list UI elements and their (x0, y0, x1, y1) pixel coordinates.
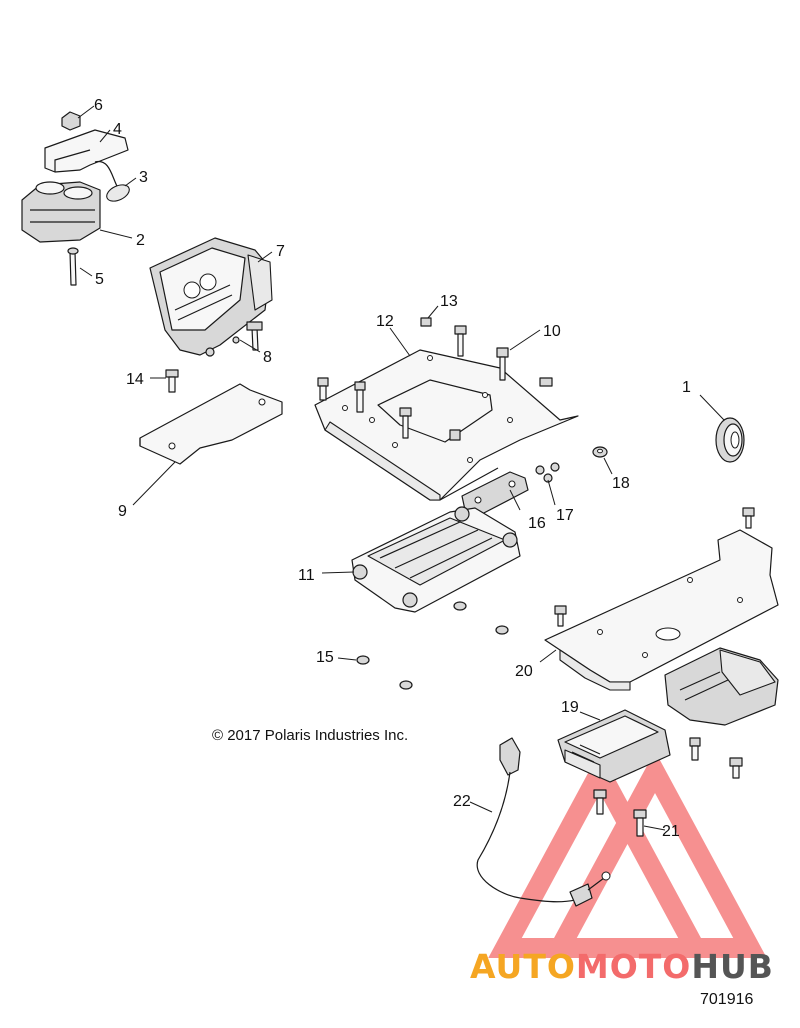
callout-19: 19 (561, 699, 579, 716)
nuts-15 (356, 601, 509, 690)
watermark-logo-triangles (488, 750, 767, 958)
watermark-logo-text: AUTOMOTOHUB (470, 947, 774, 986)
bolts-21 (593, 789, 647, 837)
callout-6: 6 (94, 97, 103, 114)
callout-12: 12 (376, 313, 394, 330)
mounting-plate-20 (544, 507, 779, 691)
ecu-module (149, 237, 273, 356)
callout-16: 16 (528, 515, 546, 532)
grommet-1 (715, 417, 745, 463)
regulator-module (664, 647, 779, 726)
bracket-16 (461, 462, 560, 516)
module-19 (557, 709, 743, 783)
callout-5: 5 (95, 271, 104, 288)
voltage-module-11 (351, 506, 521, 613)
svg-text:AUTOMOTOHUB: AUTOMOTOHUB (470, 947, 774, 986)
bracket-bolts (317, 317, 553, 441)
callout-13: 13 (440, 293, 458, 310)
callout-21: 21 (662, 823, 680, 840)
callout-14: 14 (126, 371, 144, 388)
callout-1: 1 (682, 379, 691, 396)
nut-18 (592, 446, 608, 458)
plate-9 (139, 383, 283, 465)
callout-leaders (77, 105, 725, 831)
callout-20: 20 (515, 663, 533, 680)
callout-4: 4 (113, 121, 122, 138)
callout-8: 8 (263, 349, 272, 366)
watermark-hub: HUB (691, 947, 774, 986)
callout-2: 2 (136, 232, 145, 249)
watermark-auto: AUTO (470, 947, 576, 986)
ignition-coil-assembly (21, 111, 130, 286)
callout-labels: 1 2 3 4 5 6 7 8 9 10 11 12 13 14 15 16 1… (94, 97, 691, 840)
callout-17: 17 (556, 507, 574, 524)
callout-10: 10 (543, 323, 561, 340)
bolt-8 (205, 321, 263, 357)
callout-18: 18 (612, 475, 630, 492)
mounting-bracket-12 (314, 349, 579, 501)
copyright-text: © 2017 Polaris Industries Inc. (212, 727, 408, 744)
wire-harness-22 (476, 737, 611, 907)
callout-11: 11 (298, 567, 315, 584)
watermark-moto: MOTO (576, 947, 691, 986)
bolt-14 (165, 369, 179, 393)
callout-15: 15 (316, 649, 334, 666)
document-number: 701916 (700, 991, 753, 1008)
callout-7: 7 (276, 243, 285, 260)
callout-22: 22 (453, 793, 471, 810)
callout-3: 3 (139, 169, 148, 186)
callout-9: 9 (118, 503, 127, 520)
